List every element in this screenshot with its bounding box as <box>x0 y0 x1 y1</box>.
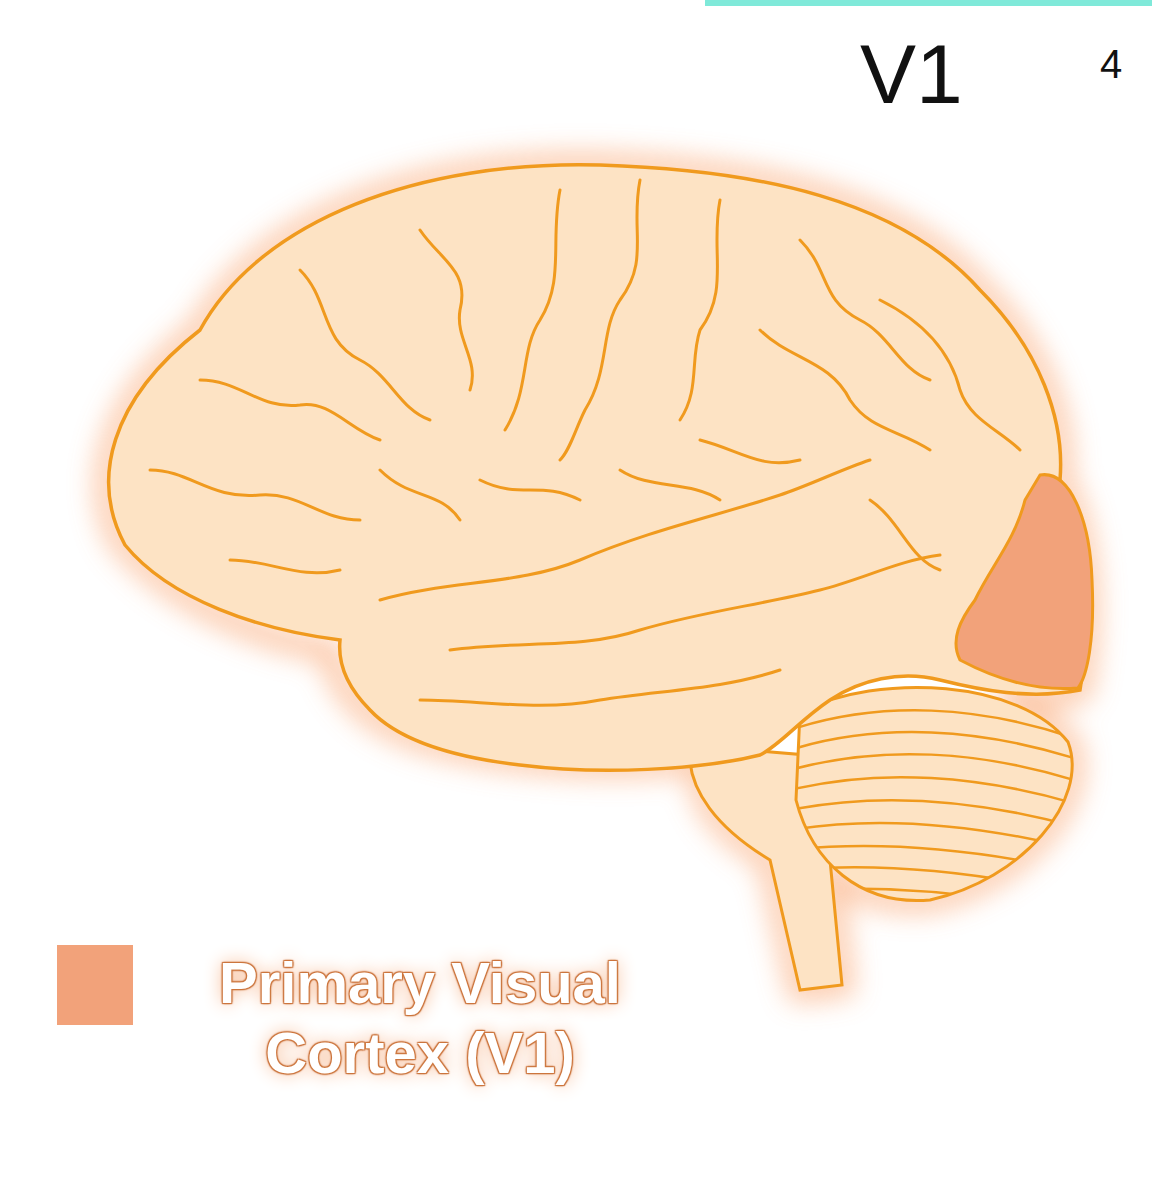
callout-number: 4 <box>1100 42 1122 86</box>
cerebrum <box>109 165 1087 770</box>
top-bar <box>705 0 1152 6</box>
v1-region <box>956 475 1093 689</box>
legend-text: Primary Visual Cortex (V1) <box>120 948 720 1087</box>
legend-swatch <box>57 945 133 1025</box>
area-label: V1 <box>860 28 963 120</box>
